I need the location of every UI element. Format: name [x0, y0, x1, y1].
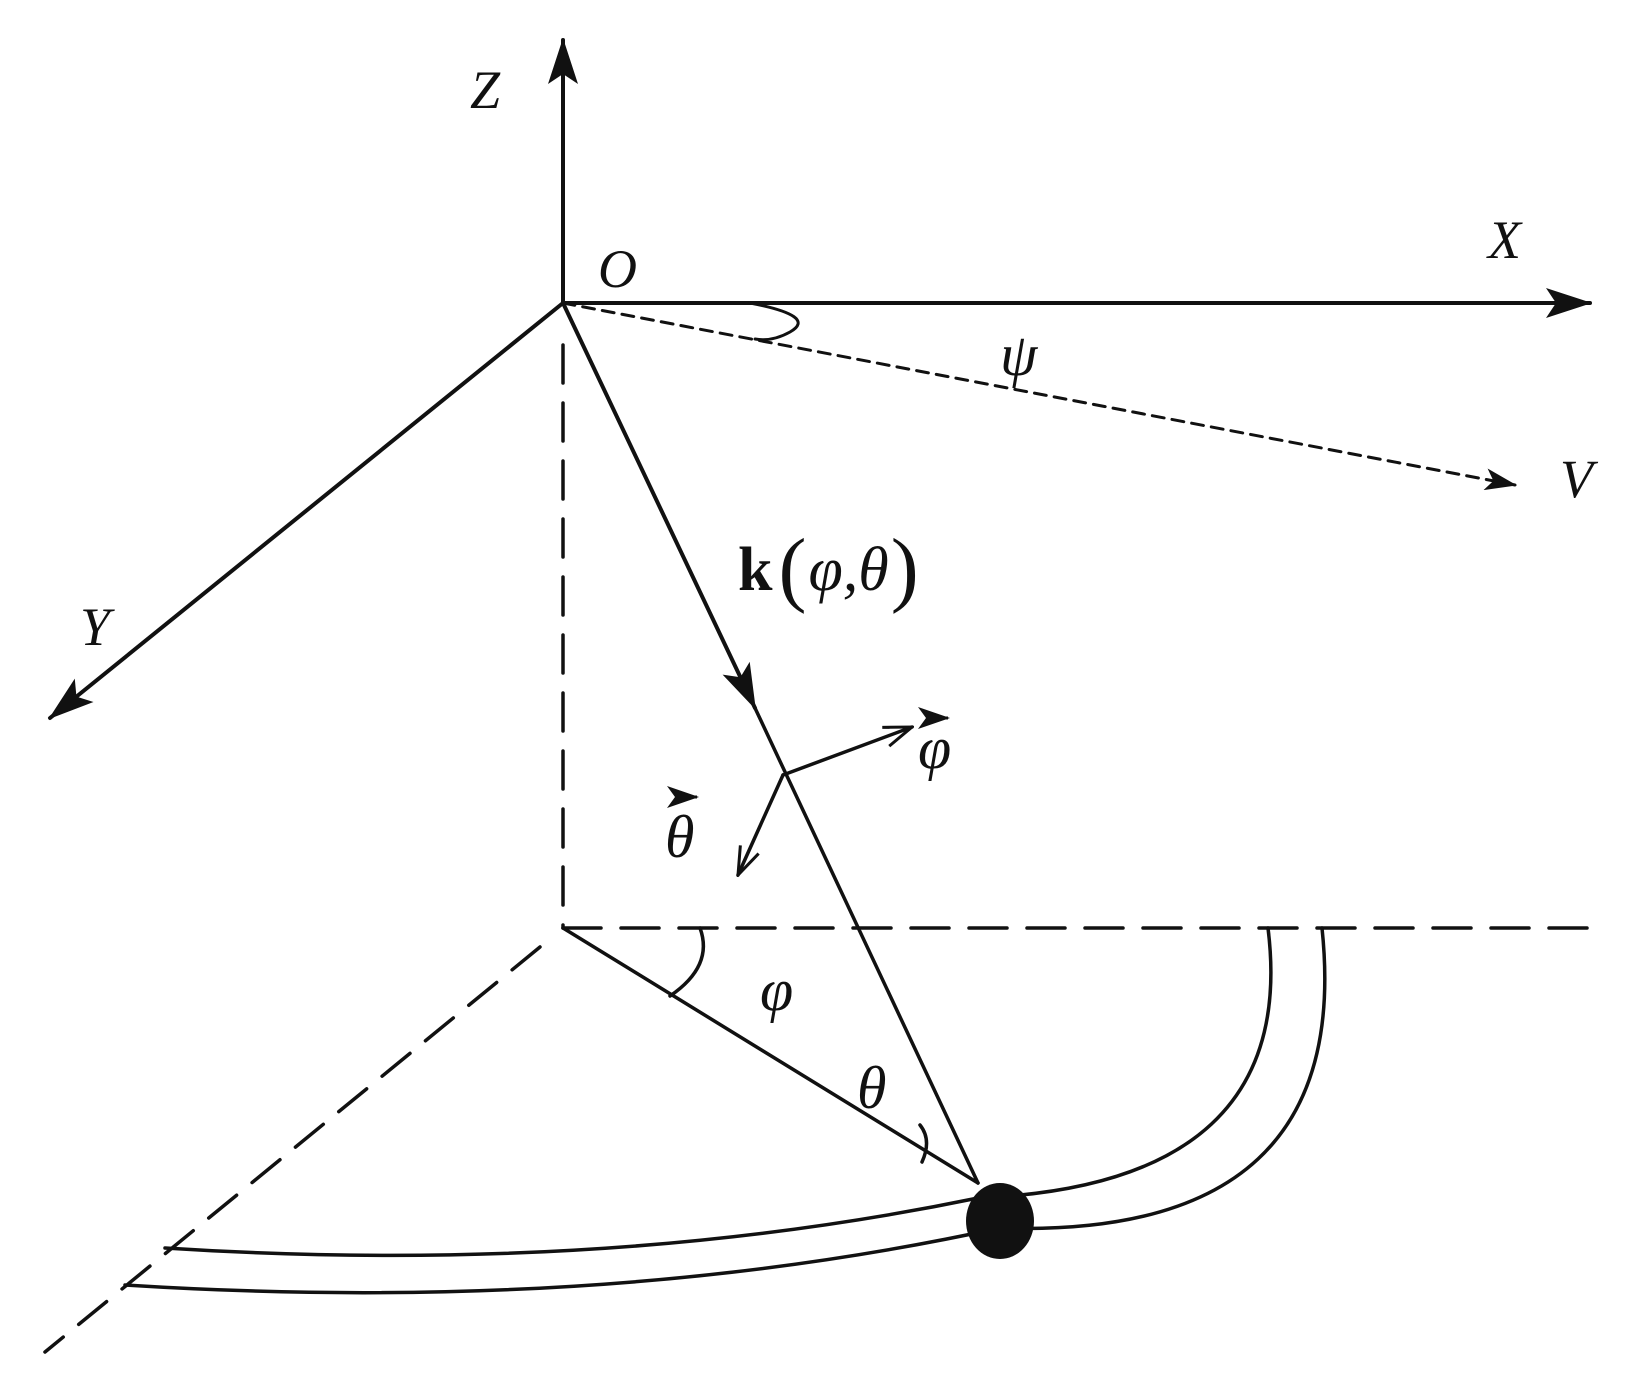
k-vector-close-paren: ) — [891, 522, 919, 615]
k-vector-label: k(φ,θ) — [738, 522, 919, 615]
v-direction-line — [561, 301, 1517, 491]
theta-unit-vector — [738, 773, 785, 875]
psi-angle-arc — [748, 301, 800, 342]
theta-angle-arc — [918, 1123, 929, 1164]
track-inner-arc — [163, 926, 1273, 1258]
k-vector-symbol: k — [738, 536, 773, 604]
origin-label: O — [598, 239, 637, 299]
y-axis — [48, 301, 565, 720]
x-axis-label: X — [1486, 210, 1523, 270]
source-point — [966, 1183, 1034, 1259]
phi-unit-vector — [781, 725, 912, 777]
phi-angle-label: φ — [760, 957, 793, 1023]
k-vector-args: φ,θ — [808, 536, 888, 604]
k-vector-arrow — [561, 301, 757, 710]
phi-angle-arc — [668, 926, 706, 998]
theta-angle-label: θ — [857, 1055, 886, 1121]
z-axis-label: Z — [470, 60, 501, 120]
y-axis-label: Y — [80, 597, 115, 657]
ground-projection-line — [561, 926, 980, 1185]
psi-label: ψ — [1000, 322, 1039, 388]
theta-unit-vector-label: θ — [665, 804, 694, 870]
k-vector-open-paren: ( — [778, 522, 806, 615]
track-outer-arc — [123, 926, 1327, 1295]
v-direction-label: V — [1560, 449, 1599, 509]
phi-unit-vector-label: φ — [918, 715, 951, 781]
k-vector-line — [753, 706, 980, 1185]
